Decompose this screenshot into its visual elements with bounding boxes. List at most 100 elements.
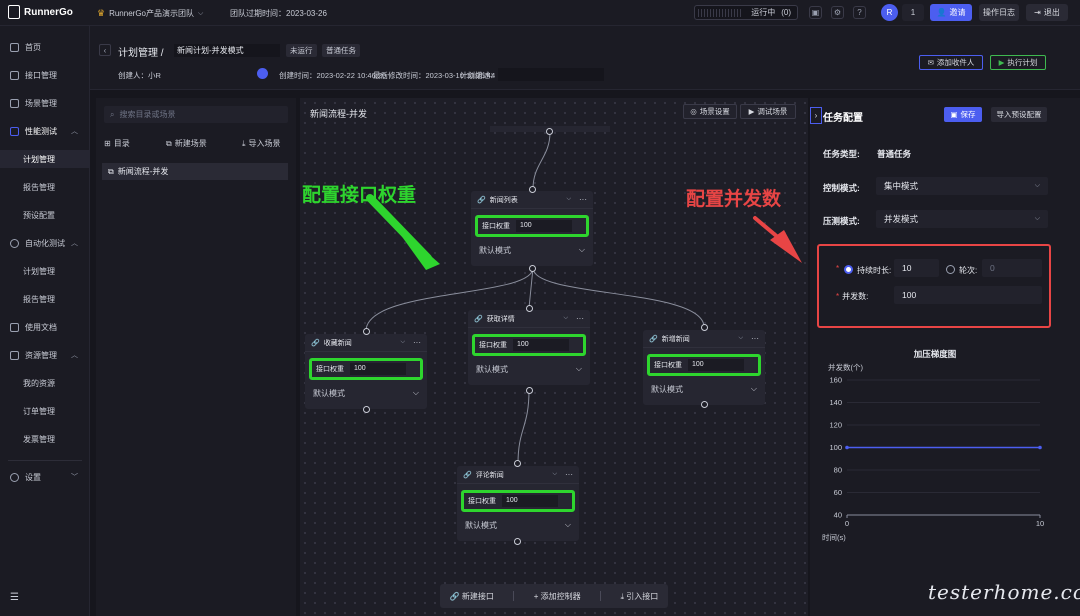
new-directory-button[interactable]: ⊞目录 [104, 138, 130, 149]
sidebar-item-settings[interactable]: 设置﹀ [0, 468, 90, 486]
node-port[interactable] [529, 186, 536, 193]
team-switcher[interactable]: ♛ RunnerGo产品演示团队 ⌵ [97, 8, 203, 19]
y-tick-label: 80 [834, 466, 842, 475]
mode-select[interactable]: 默认模式⌵ [476, 364, 582, 375]
run-plan-button[interactable]: ▶ 执行计划 [990, 55, 1046, 70]
sidebar-item-my-resources[interactable]: 我的资源 [0, 374, 90, 392]
app-logo[interactable]: RunnerGo [8, 5, 73, 19]
rounds-radio[interactable] [946, 265, 955, 274]
concurrency-input[interactable]: 100 [894, 286, 1042, 304]
node-port[interactable] [514, 538, 521, 545]
search-input[interactable]: ⌕ 搜索目录或场景 [104, 106, 288, 123]
more-icon[interactable]: ··· [751, 334, 759, 343]
new-scene-button[interactable]: ⧉新建场景 [166, 138, 207, 149]
more-icon[interactable]: ··· [579, 195, 587, 204]
collapse-panel-button[interactable]: › [810, 107, 822, 124]
node-port[interactable] [363, 328, 370, 335]
dir-label: 目录 [113, 139, 130, 148]
mode-select[interactable]: 默认模式⌵ [313, 388, 419, 399]
more-icon[interactable]: ··· [565, 470, 573, 479]
mode-select[interactable]: 默认模式⌵ [651, 384, 757, 395]
sidebar-item-home[interactable]: 首页 [0, 38, 90, 56]
node-port[interactable] [526, 305, 533, 312]
running-status[interactable]: 运行中 (0) [694, 5, 798, 20]
back-button[interactable]: ‹ [99, 44, 111, 56]
collapse-menu-icon[interactable]: ☰ [10, 592, 19, 603]
annotation-concurrency: 配置并发数 [686, 188, 782, 210]
creator-avatar [257, 68, 268, 79]
chevron-down-icon[interactable]: ⌵ [563, 315, 568, 321]
sidebar-item-docs[interactable]: 使用文档 [0, 318, 90, 336]
duration-input[interactable]: 10 [894, 259, 939, 277]
scene-canvas[interactable]: 新闻流程-并发 ◎场景设置 ▶调试场景 配置接口权重 配置并发数 🔗新闻列表⌵·… [300, 98, 808, 616]
save-button[interactable]: ▣保存 [944, 107, 982, 122]
node-port[interactable] [526, 387, 533, 394]
logout-button[interactable]: ⇥ 退出 [1026, 4, 1068, 21]
mode-select[interactable]: 默认模式⌵ [479, 245, 585, 256]
node-port[interactable] [529, 265, 536, 272]
sidebar-item-auto-report[interactable]: 报告管理 [0, 290, 90, 308]
more-icon[interactable]: ··· [413, 338, 421, 347]
import-preset-button[interactable]: 导入预设配置 [991, 107, 1047, 122]
import-scene-button[interactable]: ⤓导入场景 [242, 138, 281, 149]
add-recipient-button[interactable]: ✉ 添加收件人 [919, 55, 983, 70]
node-port[interactable] [701, 401, 708, 408]
node-port[interactable] [701, 324, 708, 331]
more-icon[interactable]: ··· [576, 314, 584, 323]
annotation-box [817, 244, 1051, 328]
node-port[interactable] [363, 406, 370, 413]
mode-select[interactable]: 默认模式⌵ [465, 520, 571, 531]
debug-scene-button[interactable]: ▶调试场景 [740, 104, 796, 119]
sidebar-item-scene[interactable]: 场景管理 [0, 94, 90, 112]
rounds-input[interactable]: 0 [982, 259, 1042, 277]
invite-button[interactable]: 👤 邀请 [930, 4, 972, 21]
chevron-down-icon[interactable]: ⌵ [400, 339, 405, 345]
node-port[interactable] [546, 128, 553, 135]
sidebar-item-orders[interactable]: 订单管理 [0, 402, 90, 420]
import-api-button[interactable]: ⤓ 引入接口 [621, 591, 659, 602]
chevron-down-icon[interactable]: ⌵ [566, 196, 571, 202]
duration-radio[interactable] [844, 265, 853, 274]
logo-icon [8, 5, 20, 19]
description-field[interactable] [498, 68, 604, 81]
control-mode-select[interactable]: 集中模式⌵ [876, 177, 1048, 195]
link-icon: 🔗 [649, 335, 658, 343]
chart-title: 加压梯度图 [913, 349, 957, 359]
sidebar-item-report[interactable]: 报告管理 [0, 178, 90, 196]
help-icon[interactable]: ? [853, 6, 866, 19]
operation-log-button[interactable]: 操作日志 [979, 4, 1019, 21]
sidebar-item-performance[interactable]: 性能测试︿ [0, 122, 90, 140]
sidebar-item-preset[interactable]: 预设配置 [0, 206, 90, 224]
add-controller-button[interactable]: + 添加控制器 [534, 591, 581, 602]
node-port[interactable] [514, 460, 521, 467]
chevron-down-icon[interactable]: ⌵ [552, 471, 557, 477]
scene-settings-button[interactable]: ◎场景设置 [683, 104, 737, 119]
settings-icon[interactable]: ⚙ [831, 6, 844, 19]
sidebar-item-auto-plan[interactable]: 计划管理 [0, 262, 90, 280]
screen-icon[interactable]: ▣ [809, 6, 822, 19]
sidebar-item-invoices[interactable]: 发票管理 [0, 430, 90, 448]
plan-name-input[interactable]: 新闻计划-并发模式 [174, 44, 280, 57]
sidebar-item-plan[interactable]: 计划管理 [0, 150, 90, 168]
x-tick-label: 0 [845, 519, 849, 528]
list-item[interactable]: ⧉ 新闻流程-并发 [102, 163, 288, 180]
sidebar-item-automation[interactable]: 自动化测试︿ [0, 234, 90, 252]
avatar[interactable]: R [881, 4, 898, 21]
stress-mode-select[interactable]: 并发模式⌵ [876, 210, 1048, 228]
chevron-down-icon[interactable]: ⌵ [738, 335, 743, 341]
new-api-button[interactable]: 🔗 新建接口 [450, 591, 494, 602]
concurrency-label: *并发数: [836, 292, 869, 301]
sidebar-item-resources[interactable]: 资源管理︿ [0, 346, 90, 364]
sidebar-item-api[interactable]: 接口管理 [0, 66, 90, 84]
weight-label: 接口权重 [479, 342, 507, 349]
